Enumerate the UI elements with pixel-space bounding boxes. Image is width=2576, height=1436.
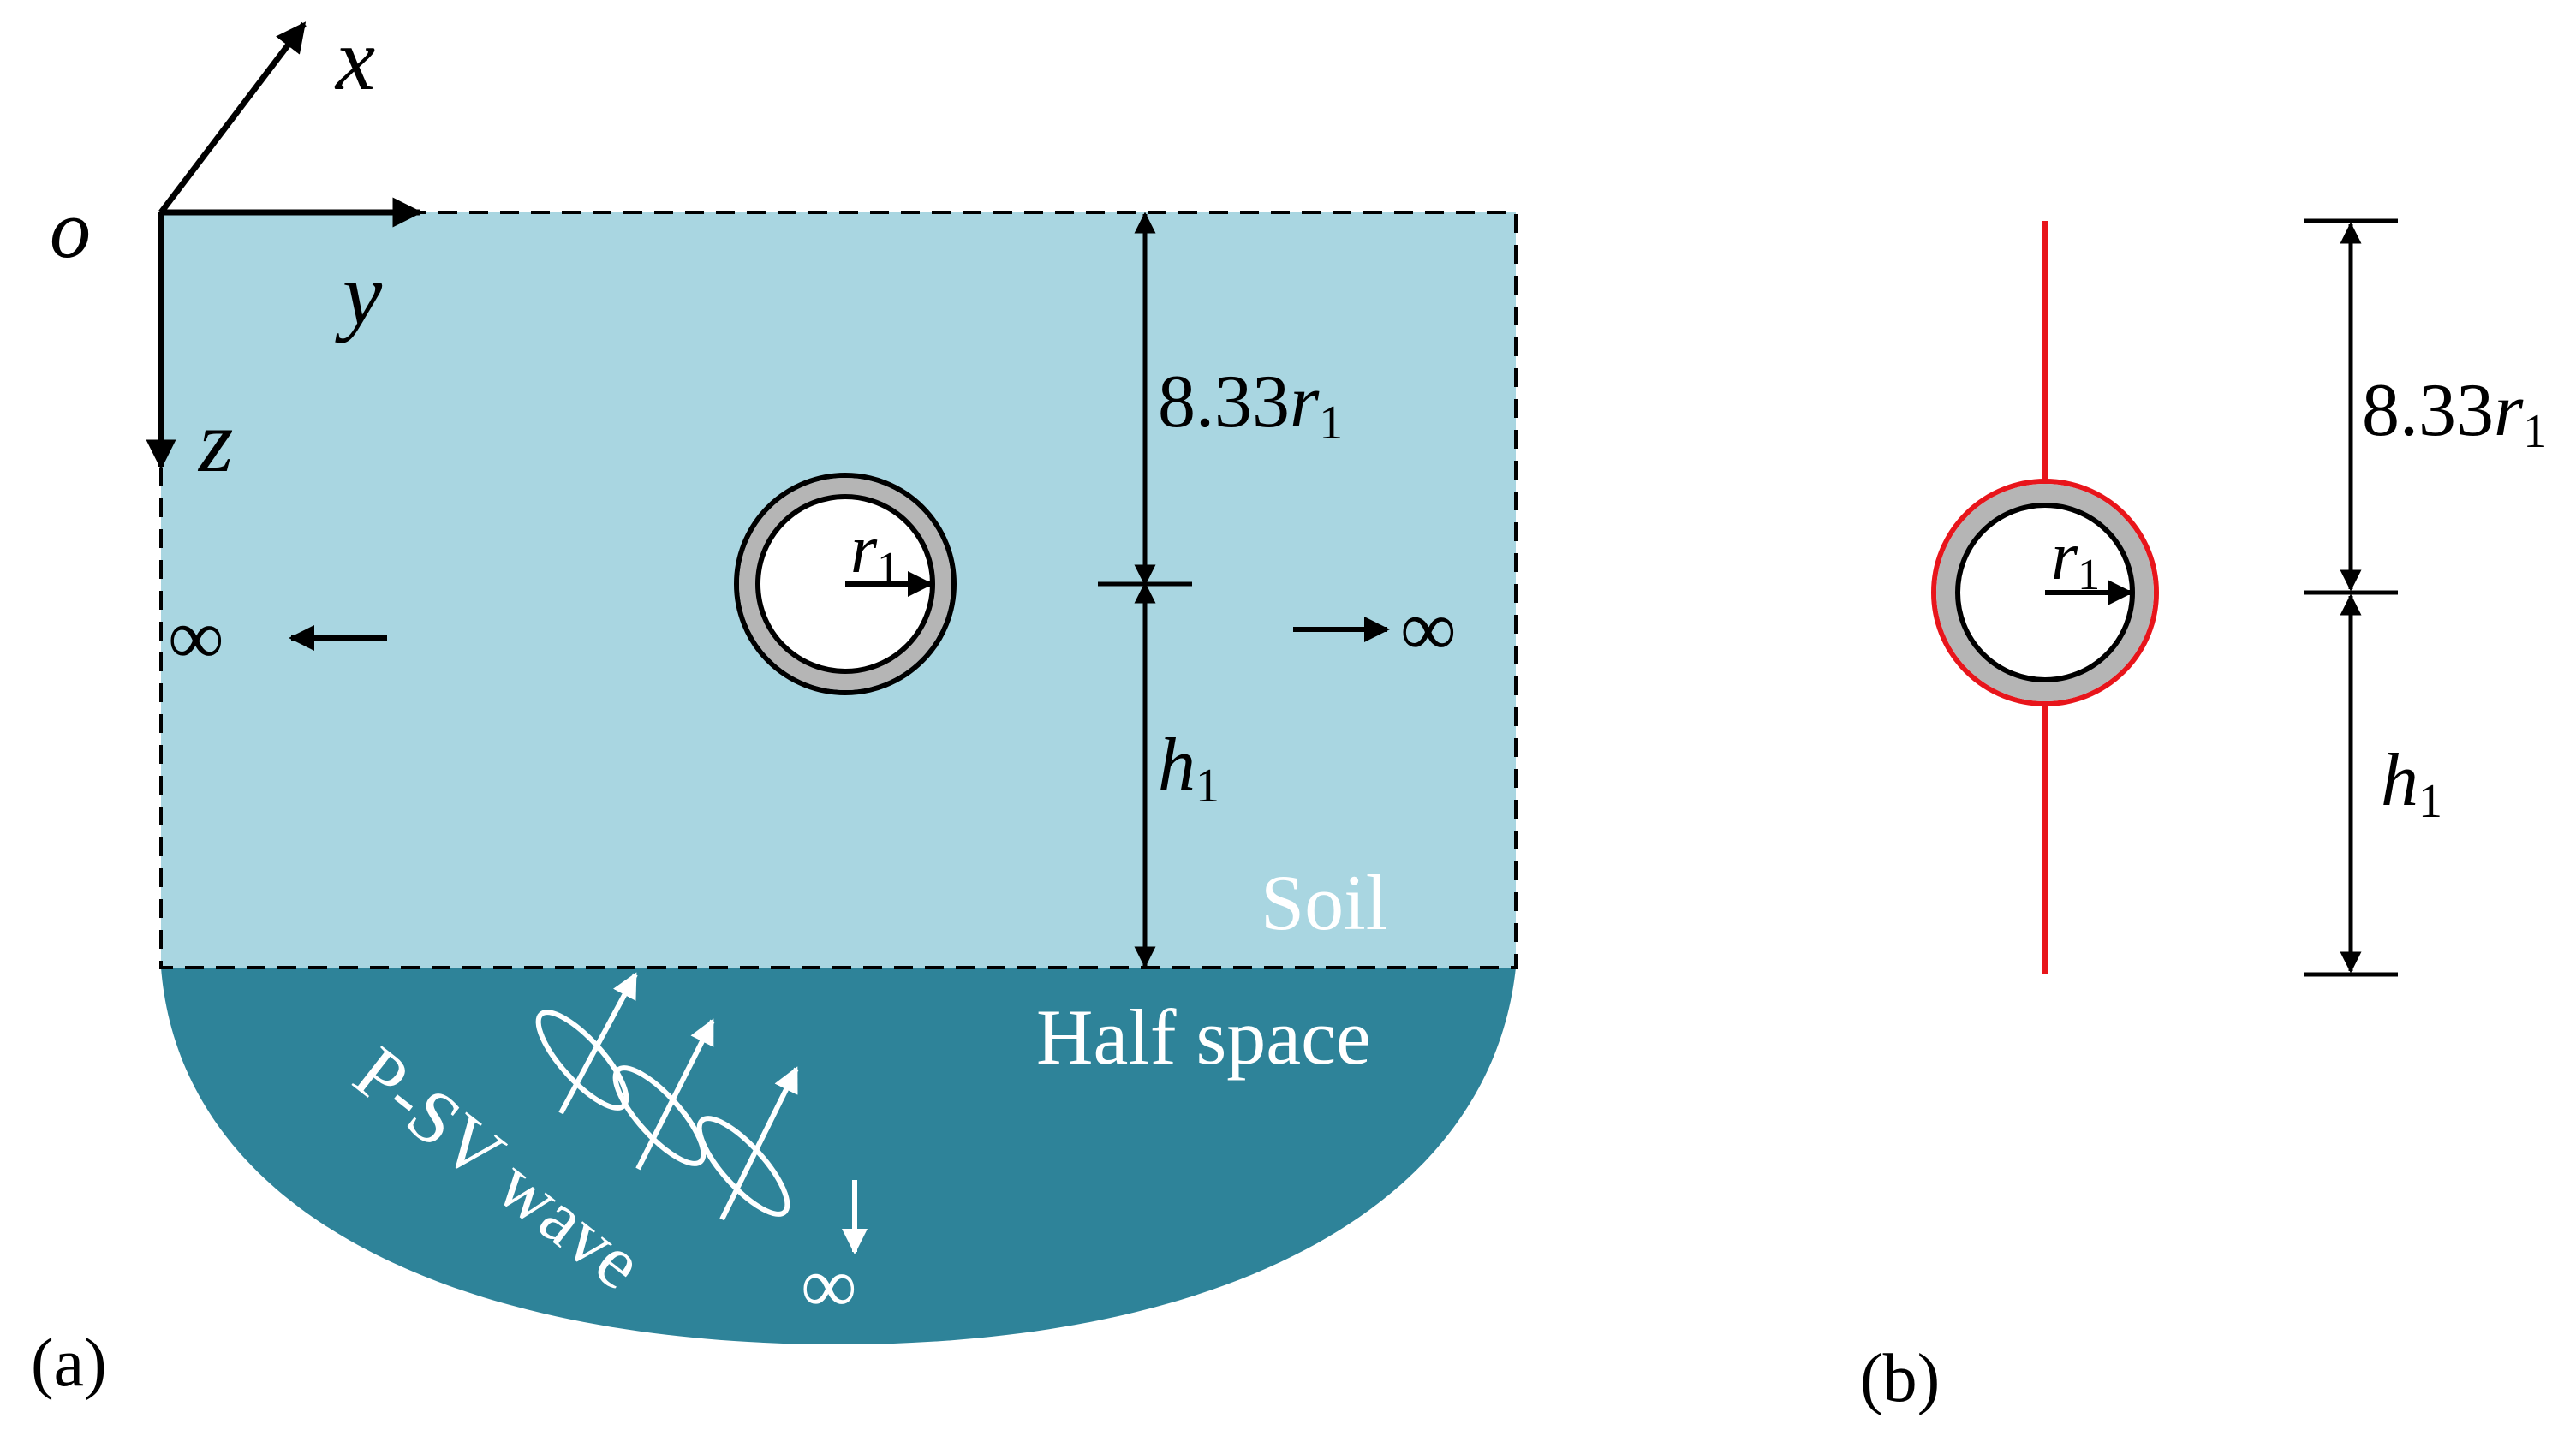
dim-b-bottom-label: h1 <box>2381 739 2442 828</box>
x-axis-label: x <box>334 10 375 109</box>
tunnel-a: r1 <box>734 473 957 695</box>
panel-a-label: (a) <box>31 1326 107 1401</box>
radius-label-b: r1 <box>2051 519 2100 599</box>
soil-label: Soil <box>1261 859 1387 946</box>
radius-label: r1 <box>850 512 899 593</box>
panel-a: o x y z r1 ∞ ∞ 8.33r1 h1 Soil Half space <box>31 10 1518 1401</box>
panel-b-label: (b) <box>1860 1341 1940 1416</box>
dim-bottom-label: h1 <box>1158 724 1219 813</box>
tunnel-b-outer <box>1931 479 2159 706</box>
dim-b-top-label: 8.33r1 <box>2362 369 2547 458</box>
tunnel-b: r1 <box>1931 479 2159 706</box>
tunnel-lining-fill <box>739 478 951 690</box>
half-space-region <box>161 968 1516 1344</box>
wave-glyph-2 <box>612 1018 715 1171</box>
incident-waves <box>535 972 799 1221</box>
wave-glyph-3 <box>696 1066 799 1221</box>
origin-label: o <box>50 183 91 275</box>
dim-top-label: 8.33r1 <box>1158 360 1343 450</box>
depth-dimension-a <box>1098 212 1192 968</box>
y-axis-label: y <box>335 245 383 343</box>
panel-b: r1 8.33r1 h1 (b) <box>1860 218 2547 1416</box>
depth-dimension-b <box>2304 218 2398 977</box>
tunnel-lining <box>734 473 957 695</box>
infinity-right: ∞ <box>1400 585 1457 672</box>
half-space-label: Half space <box>1036 993 1371 1081</box>
infinity-left: ∞ <box>168 593 224 681</box>
tunnel-b-lining <box>1936 484 2154 701</box>
infinity-bottom: ∞ <box>801 1242 857 1329</box>
x-axis-arrow <box>158 21 307 215</box>
coordinate-axes <box>146 21 423 470</box>
z-axis-label: z <box>197 392 233 491</box>
